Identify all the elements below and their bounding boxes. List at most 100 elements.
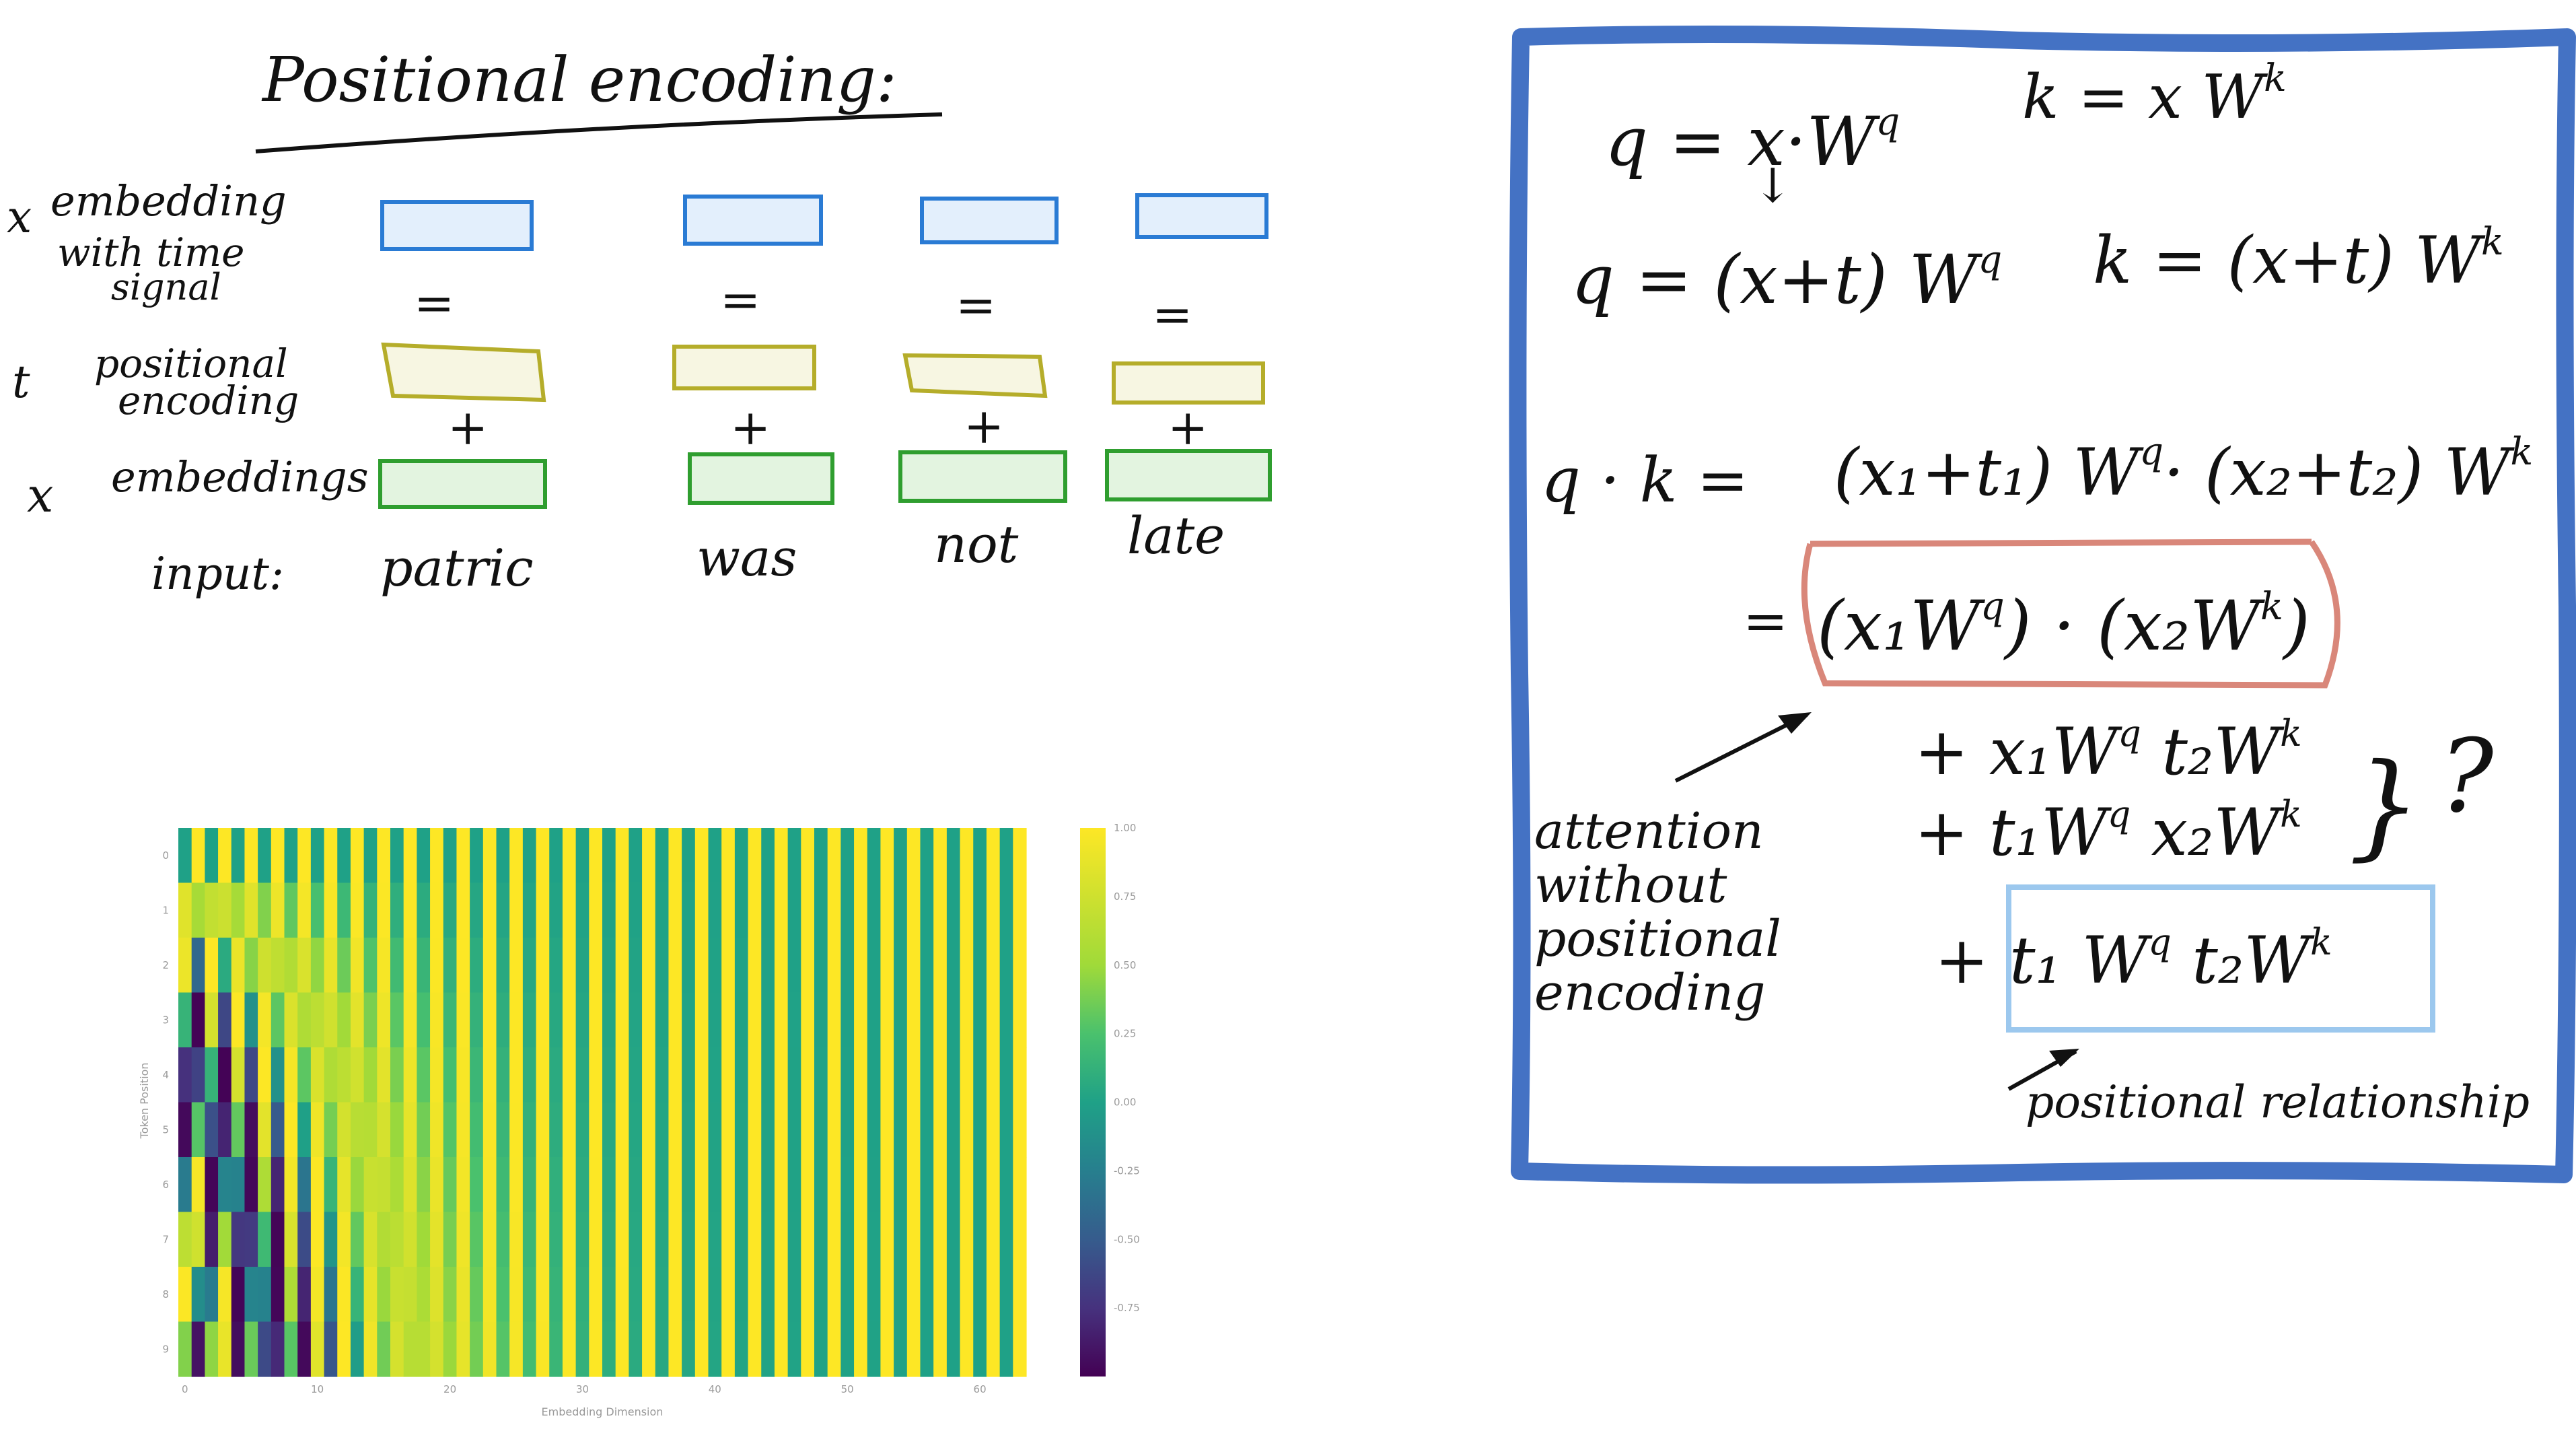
heatmap-cell	[496, 1321, 510, 1377]
heatmap-cell	[774, 882, 789, 938]
heatmap-cell	[1013, 1157, 1027, 1213]
heatmap-cell	[602, 1321, 616, 1377]
heatmap-cell	[324, 1321, 338, 1377]
heatmap-cell	[933, 828, 947, 884]
heatmap-cell	[615, 828, 629, 884]
heatmap-cell	[284, 882, 298, 938]
heatmap-cell	[191, 1157, 205, 1213]
heatmap-cell	[417, 992, 431, 1048]
heatmap-cell	[615, 1157, 629, 1213]
heatmap-cell	[403, 882, 417, 938]
heatmap-cell	[178, 1267, 192, 1323]
heatmap-cell	[814, 992, 828, 1048]
heatmap-cell	[642, 1321, 656, 1377]
heatmap-cell	[258, 1047, 272, 1103]
attention-note-line4: encoding	[1534, 964, 1766, 1022]
heatmap-cell	[787, 1212, 801, 1267]
heatmap-cell	[324, 1047, 338, 1103]
heatmap-cell	[946, 828, 961, 884]
heatmap-cell	[880, 1157, 894, 1213]
embedding-box-1	[378, 459, 547, 509]
heatmap-cell	[337, 1047, 351, 1103]
heatmap-cell	[218, 1047, 232, 1103]
heatmap-cell	[310, 1102, 325, 1158]
heatmap-cell	[708, 1102, 722, 1158]
heatmap-cell	[933, 992, 947, 1048]
heatmap-cell	[377, 1102, 391, 1158]
heatmap-cell	[284, 1321, 298, 1377]
heatmap-cell	[456, 828, 470, 884]
heatmap-cell	[284, 828, 298, 884]
heatmap-cell	[774, 1212, 789, 1267]
heatmap-cell	[549, 938, 563, 994]
row-label-input: input:	[151, 548, 284, 600]
heatmap-cell	[761, 828, 775, 884]
heatmap-cell	[801, 828, 815, 884]
heatmap-cell	[920, 1047, 934, 1103]
heatmap-cell	[297, 1267, 312, 1323]
heatmap-cell	[894, 1267, 908, 1323]
heatmap-cell	[310, 1321, 325, 1377]
heatmap-cell	[734, 828, 749, 884]
heatmap-cell	[178, 1102, 192, 1158]
heatmap-cell	[1013, 938, 1027, 994]
heatmap-cell	[258, 992, 272, 1048]
heatmap-x-tick: 60	[974, 1383, 987, 1395]
heatmap-y-tick: 6	[162, 1179, 169, 1191]
term1-expression: (x₁Wq) · (x₂Wk)	[1817, 585, 2310, 666]
heatmap-cell	[774, 1102, 789, 1158]
heatmap-cell	[694, 1157, 709, 1213]
heatmap-cell	[894, 882, 908, 938]
heatmap-cell	[443, 938, 458, 994]
heatmap-cell	[708, 1157, 722, 1213]
heatmap-cell	[734, 992, 749, 1048]
heatmap-cell	[840, 1102, 855, 1158]
heatmap-cell	[231, 992, 246, 1048]
heatmap-cell	[536, 992, 550, 1048]
heatmap-cell	[960, 1047, 974, 1103]
positional-box-2	[672, 345, 816, 390]
heatmap-cell	[629, 828, 643, 884]
heatmap-cell	[377, 828, 391, 884]
heatmap-cell	[443, 1321, 458, 1377]
heatmap-cell	[748, 1047, 762, 1103]
heatmap-cell	[496, 1212, 510, 1267]
heatmap-cell	[682, 1267, 696, 1323]
heatmap-cell	[894, 1157, 908, 1213]
heatmap-cell	[337, 882, 351, 938]
heatmap-cell	[920, 1157, 934, 1213]
heatmap-cell	[377, 1321, 391, 1377]
heatmap-cell	[694, 1047, 709, 1103]
heatmap-cell	[986, 882, 1001, 938]
heatmap-cell	[986, 992, 1001, 1048]
heatmap-cell	[655, 828, 670, 884]
heatmap-cell	[629, 1157, 643, 1213]
heatmap-cell	[973, 1157, 987, 1213]
heatmap-cell	[629, 1212, 643, 1267]
heatmap-cell	[629, 938, 643, 994]
eq1-arrow: ↓	[1753, 158, 1793, 213]
heatmap-cell	[880, 1321, 894, 1377]
heatmap-cell	[880, 1047, 894, 1103]
heatmap-cell	[668, 1212, 682, 1267]
heatmap-cell	[933, 1102, 947, 1158]
positional-box-3	[902, 353, 1048, 398]
heatmap-x-tick: 40	[709, 1383, 721, 1395]
heatmap-cell	[973, 882, 987, 938]
term4-expression: + t₁ Wq t₂Wk	[1935, 921, 2332, 998]
heatmap-cell	[271, 1047, 285, 1103]
heatmap-cell	[946, 1157, 961, 1213]
heatmap-cell	[721, 1321, 736, 1377]
term1-equals: =	[1743, 590, 1788, 652]
heatmap-cell	[774, 992, 789, 1048]
heatmap-cell	[443, 1157, 458, 1213]
heatmap-cell	[894, 1212, 908, 1267]
heatmap-cell	[191, 1047, 205, 1103]
row-prefix-t: t	[12, 356, 30, 408]
heatmap-cell	[734, 1212, 749, 1267]
heatmap-cell	[522, 992, 537, 1048]
heatmap-cell	[337, 938, 351, 994]
heatmap-cell	[218, 1102, 232, 1158]
